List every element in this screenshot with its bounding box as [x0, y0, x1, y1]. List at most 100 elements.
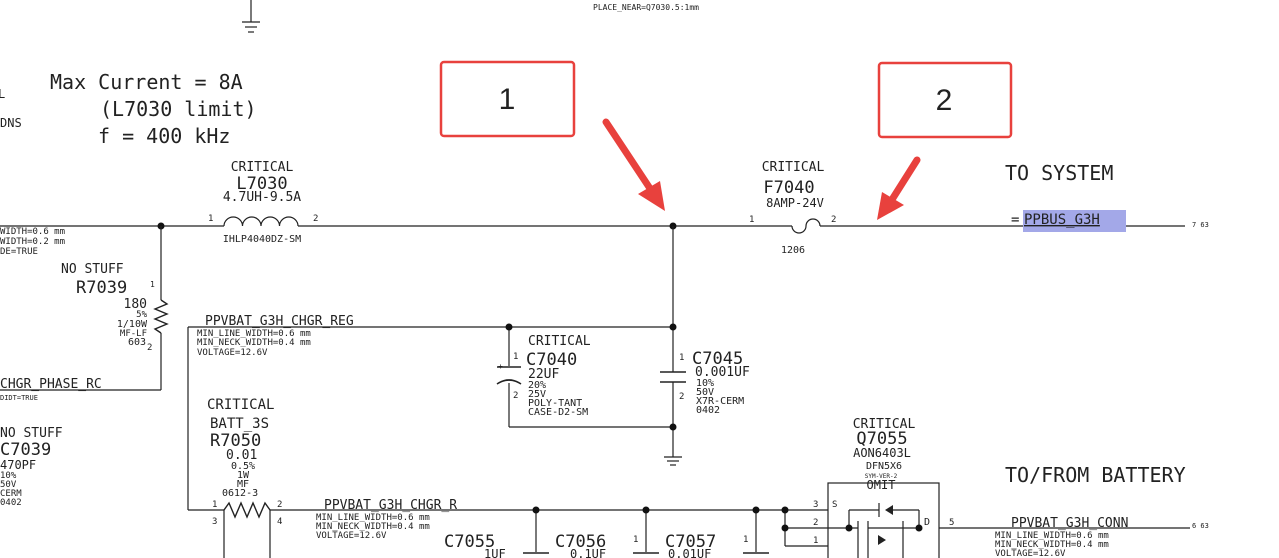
c7039-package: 0402 [0, 498, 22, 508]
r7050-value: 0.01 [226, 448, 257, 463]
ppbus-net-link[interactable]: PPBUS_G3H [1024, 212, 1100, 228]
chgr-r-net: PPVBAT_G3H_CHGR_R [324, 498, 457, 513]
left-prop-0: WIDTH=0.6 mm [0, 227, 65, 237]
r7050-pin2: 2 [277, 500, 282, 510]
ppbus-prefix: = [1011, 212, 1019, 228]
c7040-value: 22UF [528, 367, 559, 382]
c7039-volt: 50V [0, 480, 17, 490]
q7055-ref: Q7055 [856, 429, 907, 449]
r7039-wires [0, 226, 169, 391]
r7050-wires [188, 501, 785, 558]
r7050-tol: 0.5% [231, 461, 255, 472]
left-cut-l: L [0, 87, 5, 101]
c7040-pin2: 2 [513, 391, 518, 401]
r7050-package: 0612-3 [222, 488, 258, 499]
r7050-ref-a: BATT_3S [210, 416, 269, 432]
q7055-value: AON6403L [853, 446, 911, 460]
inductor-value: 4.7UH-9.5A [223, 190, 301, 205]
inductor-critical: CRITICAL [231, 160, 294, 175]
ppbus-pages: 7 63 [1192, 221, 1209, 229]
r7039-pin1: 1 [150, 280, 155, 289]
inductor-pin1: 1 [208, 214, 213, 224]
r7039-package: 603 [128, 337, 146, 348]
q7055-pin3: 3 [813, 500, 818, 510]
q7055-omit: OMIT [867, 478, 896, 492]
chgr-r-prop-1: MIN_NECK_WIDTH=0.4 mm [316, 522, 430, 532]
callout-2: 2 [877, 61, 1013, 139]
c7055-value: 1UF [484, 547, 506, 558]
fuse-pin2: 2 [831, 215, 836, 225]
q7055-pin2: 2 [813, 518, 818, 528]
limit-note: (L7030 limit) [100, 97, 257, 121]
c7045-package: 0402 [696, 405, 720, 416]
max-current-note: Max Current = 8A [50, 70, 243, 94]
arrow-1 [602, 118, 665, 211]
ppbus-highlight [1023, 210, 1126, 232]
c7040-volt: 25V [528, 389, 546, 400]
q7055-sym: SYM-VER-2 [865, 473, 898, 480]
fuse-ref: F7040 [763, 178, 814, 198]
c7057-pin1: 1 [743, 535, 748, 545]
c7040-tol: 20% [528, 380, 546, 391]
batt-conn-pages: 6 63 [1192, 522, 1209, 530]
c7045-volt: 50V [696, 387, 714, 398]
c7045-symbol [660, 371, 686, 383]
c7040-critical: CRITICAL [528, 334, 591, 349]
junction [845, 524, 853, 532]
r7050-critical: CRITICAL [207, 397, 274, 413]
c7055-ref: C7055 [444, 532, 495, 552]
chgr-reg-prop-1: MIN_NECK_WIDTH=0.4 mm [197, 338, 311, 348]
to-battery-label: TO/FROM BATTERY [1005, 463, 1186, 487]
c7040-ref: C7040 [526, 350, 577, 370]
q7055-pin1: 1 [813, 536, 818, 546]
junction [505, 323, 513, 331]
fuse-package: 1206 [781, 245, 805, 256]
place-near-note: PLACE_NEAR=Q7030.5:1mm [593, 3, 699, 12]
fet-arrow-icon [878, 535, 886, 545]
c7057-ref: C7057 [665, 532, 716, 552]
r7050-ref: R7050 [210, 431, 261, 451]
q7055-symbol [784, 482, 1190, 558]
arrow-2 [877, 156, 921, 220]
body-diode-icon [885, 505, 893, 515]
c7040-package: CASE-D2-SM [528, 407, 588, 418]
batt-conn-prop-1: MIN_NECK_WIDTH=0.4 mm [995, 540, 1109, 550]
chgr-reg-prop-0: MIN_LINE_WIDTH=0.6 mm [197, 329, 311, 339]
fuse-f7040: CRITICAL F7040 8AMP-24V 1206 1 2 [749, 160, 836, 256]
inductor-pin2: 2 [313, 214, 318, 224]
junction [781, 506, 789, 514]
q7055-source: S [832, 500, 837, 510]
c7045-ref: C7045 [692, 349, 743, 369]
fuse-pin1: 1 [749, 215, 754, 225]
r7039-pin2: 2 [147, 343, 152, 353]
inductor-ref: L7030 [236, 174, 287, 194]
to-system-label: TO SYSTEM [1005, 161, 1113, 185]
ground-symbol-mid [664, 456, 682, 466]
c7039-tol: 10% [0, 471, 17, 481]
c7056-ref: C7056 [555, 532, 606, 552]
batt-conn-prop-0: MIN_LINE_WIDTH=0.6 mm [995, 531, 1109, 541]
junction [669, 323, 677, 331]
r7050-pin4: 4 [277, 517, 282, 527]
c7039-nostuff: NO STUFF [0, 426, 63, 441]
c7039-type: CERM [0, 489, 22, 499]
r7039-tol: 5% [136, 310, 147, 320]
junction [642, 506, 650, 514]
q7055-pin5: 5 [949, 518, 954, 528]
c7039-value: 470PF [0, 458, 36, 472]
c7045-pin1: 1 [679, 353, 684, 363]
c7039-ref: C7039 [0, 440, 51, 460]
junction [781, 524, 789, 532]
c7045-type: X7R-CERM [696, 396, 744, 407]
c7045-value: 0.001UF [695, 365, 750, 380]
c7040-plus: + [498, 362, 503, 371]
junction [752, 506, 760, 514]
fuse-value: 8AMP-24V [766, 196, 824, 210]
callout-1-label: 1 [499, 83, 516, 116]
fuse-critical: CRITICAL [762, 160, 825, 175]
c7040-pin1: 1 [513, 352, 518, 362]
frequency-note: f = 400 kHz [98, 124, 230, 148]
junction [915, 524, 923, 532]
c7057-value: 0.01UF [668, 547, 711, 558]
left-cut-dns: DNS [0, 116, 22, 130]
